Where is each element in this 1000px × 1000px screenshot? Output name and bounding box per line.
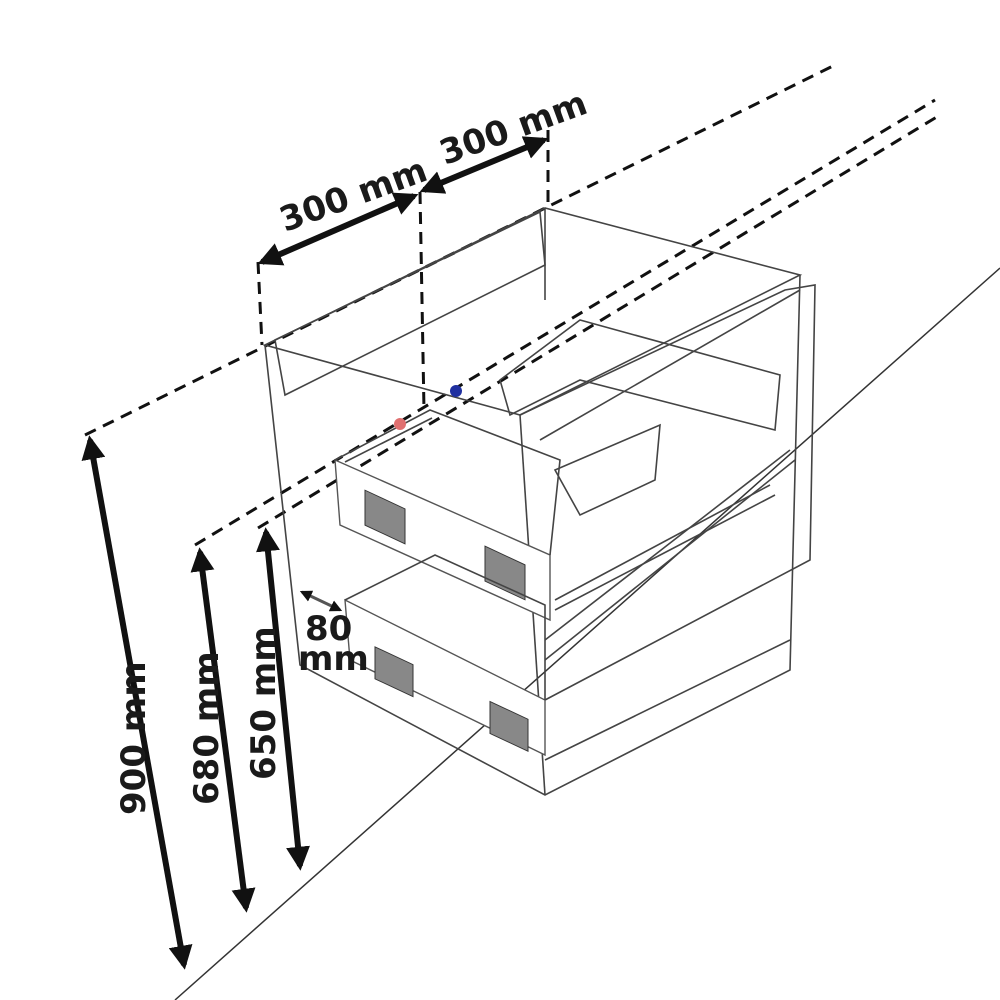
- cabinet: [262, 207, 816, 796]
- marker-blue: [450, 385, 462, 397]
- height-arrow-680: [190, 547, 256, 913]
- floor-line: [174, 267, 1000, 1000]
- label-height-650: 650 mm: [244, 626, 284, 780]
- upper-drawer: [334, 385, 561, 622]
- drawer-bracket: [374, 646, 414, 698]
- marker-red: [394, 418, 406, 430]
- label-offset-value: 80: [305, 609, 352, 649]
- lower-drawer: [344, 554, 546, 757]
- offset-arrow-80: [299, 590, 343, 612]
- label-width-right: 300 mm: [434, 83, 592, 173]
- label-height-900: 900 mm: [114, 661, 154, 815]
- label-width-left: 300 mm: [274, 150, 432, 240]
- drawer-bracket: [489, 700, 529, 752]
- drawer-bracket: [484, 545, 526, 601]
- width-arrow-left: [257, 192, 419, 266]
- label-height-680: 680 mm: [187, 651, 227, 805]
- drawer-bracket: [364, 489, 406, 545]
- width-arrow-right: [419, 136, 549, 194]
- height-arrow-900: [81, 435, 193, 970]
- label-offset-unit: mm: [298, 639, 369, 679]
- height-arrow-650: [256, 527, 310, 871]
